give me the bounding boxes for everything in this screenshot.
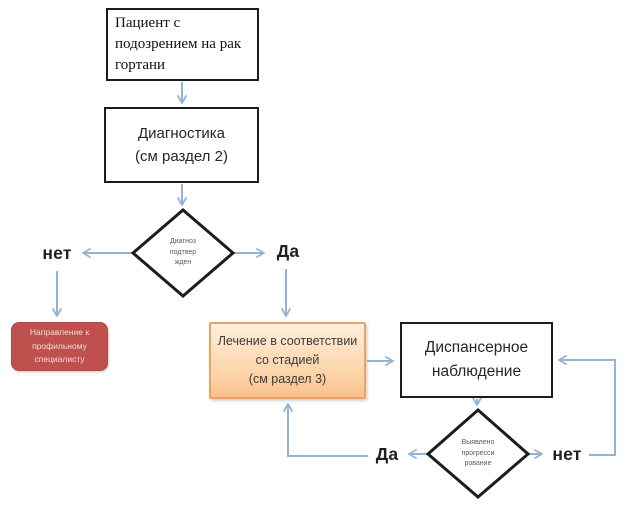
decision-diagnosis-label: Диагноз подтвер жден [169,237,197,267]
node-patient-suspected-cancer: Пациент с подозрением на рак гортани [106,8,259,81]
node-treatment-by-stage: Лечение в соответствии со стадией (см ра… [209,322,366,399]
arrow-yes-back-to-treatment [283,403,368,457]
edge-label-no-progression: нет [552,443,582,464]
edge-label-yes-diagnosis: Да [276,240,300,261]
arrow-no-back-to-observation [558,355,616,456]
node-referral-specialist: Направление к профильному специалисту [11,322,108,371]
edge-label-no-diagnosis: нет [42,242,72,263]
decision-progression-label: Выявлено прогресси рование [461,438,495,468]
node-diagnostics: Диагностика (см раздел 2) [104,107,259,183]
edge-label-yes-progression: Да [375,443,399,464]
node-dispensary-observation: Диспансерное наблюдение [400,322,553,398]
decision-diagnosis-diamond [130,208,236,298]
decision-progression-diamond [425,408,531,499]
